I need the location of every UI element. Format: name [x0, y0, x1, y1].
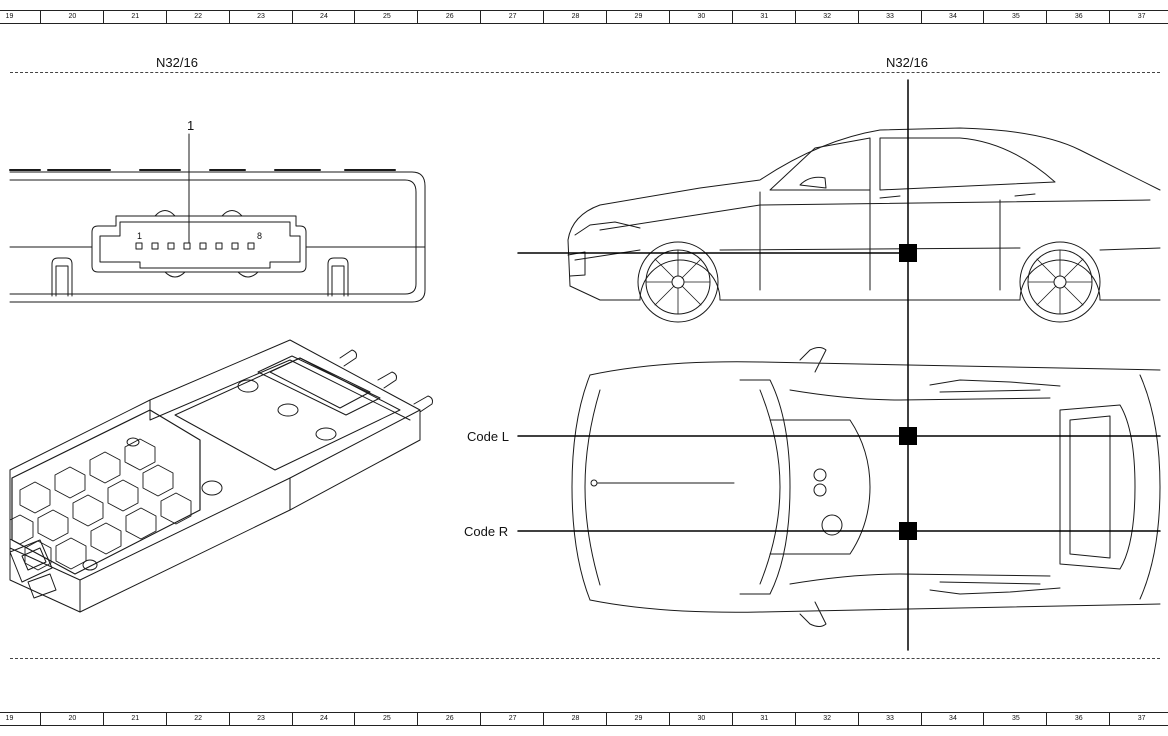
left-component-designation: N32/16: [156, 55, 198, 70]
ruler-column-25: 25: [354, 713, 418, 725]
ruler-column-28: 28: [543, 713, 607, 725]
ruler-column-34: 34: [920, 11, 985, 23]
car-top-view: [571, 347, 1161, 627]
ruler-column-24: 24: [291, 11, 356, 23]
right-component-designation: N32/16: [886, 55, 928, 70]
ruler-column-30: 30: [668, 11, 733, 23]
callout-number: 1: [187, 118, 195, 133]
ruler-column-35: 35: [983, 713, 1047, 725]
ruler-column-32: 32: [794, 11, 859, 23]
ruler-column-22: 22: [165, 713, 230, 725]
ruler-column-20: 20: [39, 11, 104, 23]
location-marker: [899, 244, 917, 262]
lower-dashed-border: [10, 658, 1160, 659]
location-marker-code-l: [899, 427, 917, 445]
ruler-column-21: 21: [102, 11, 167, 23]
ruler-column-27: 27: [480, 713, 544, 725]
ruler-column-28: 28: [543, 11, 607, 23]
ruler-column-36: 36: [1046, 11, 1110, 23]
ruler-column-23: 23: [228, 713, 293, 725]
code-r-label: Code R: [464, 524, 509, 539]
ruler-column-23: 23: [228, 11, 293, 23]
ruler-column-35: 35: [983, 11, 1047, 23]
ruler-column-32: 32: [794, 713, 859, 725]
code-l-label: Code L: [467, 429, 509, 444]
connector-drawing: [9, 133, 426, 303]
ruler-column-19: 19: [0, 713, 41, 725]
pin-first-label: 1: [137, 231, 143, 241]
pin-last-label: 8: [257, 231, 263, 241]
ruler-column-25: 25: [354, 11, 418, 23]
ruler-column-27: 27: [480, 11, 544, 23]
ruler-column-37: 37: [1109, 713, 1168, 725]
upper-dashed-border: [10, 72, 1160, 73]
ruler-column-33: 33: [857, 713, 922, 725]
ruler-column-36: 36: [1046, 713, 1110, 725]
ruler-column-22: 22: [165, 11, 230, 23]
ruler-column-21: 21: [102, 713, 167, 725]
ruler-column-29: 29: [606, 713, 670, 725]
ruler-column-19: 19: [0, 11, 41, 23]
ruler-column-31: 31: [731, 11, 796, 23]
ruler-column-26: 26: [417, 713, 481, 725]
ruler-column-34: 34: [920, 713, 985, 725]
location-marker-code-r: [899, 522, 917, 540]
car-side-view: [567, 127, 1161, 323]
ruler-column-31: 31: [731, 713, 796, 725]
ruler-column-30: 30: [668, 713, 733, 725]
control-unit-iso-drawing: [9, 339, 433, 613]
ruler-column-26: 26: [417, 11, 481, 23]
ruler-column-37: 37: [1109, 11, 1168, 23]
ruler-column-29: 29: [606, 11, 670, 23]
ruler-column-33: 33: [857, 11, 922, 23]
ruler-column-24: 24: [291, 713, 356, 725]
ruler-column-20: 20: [39, 713, 104, 725]
